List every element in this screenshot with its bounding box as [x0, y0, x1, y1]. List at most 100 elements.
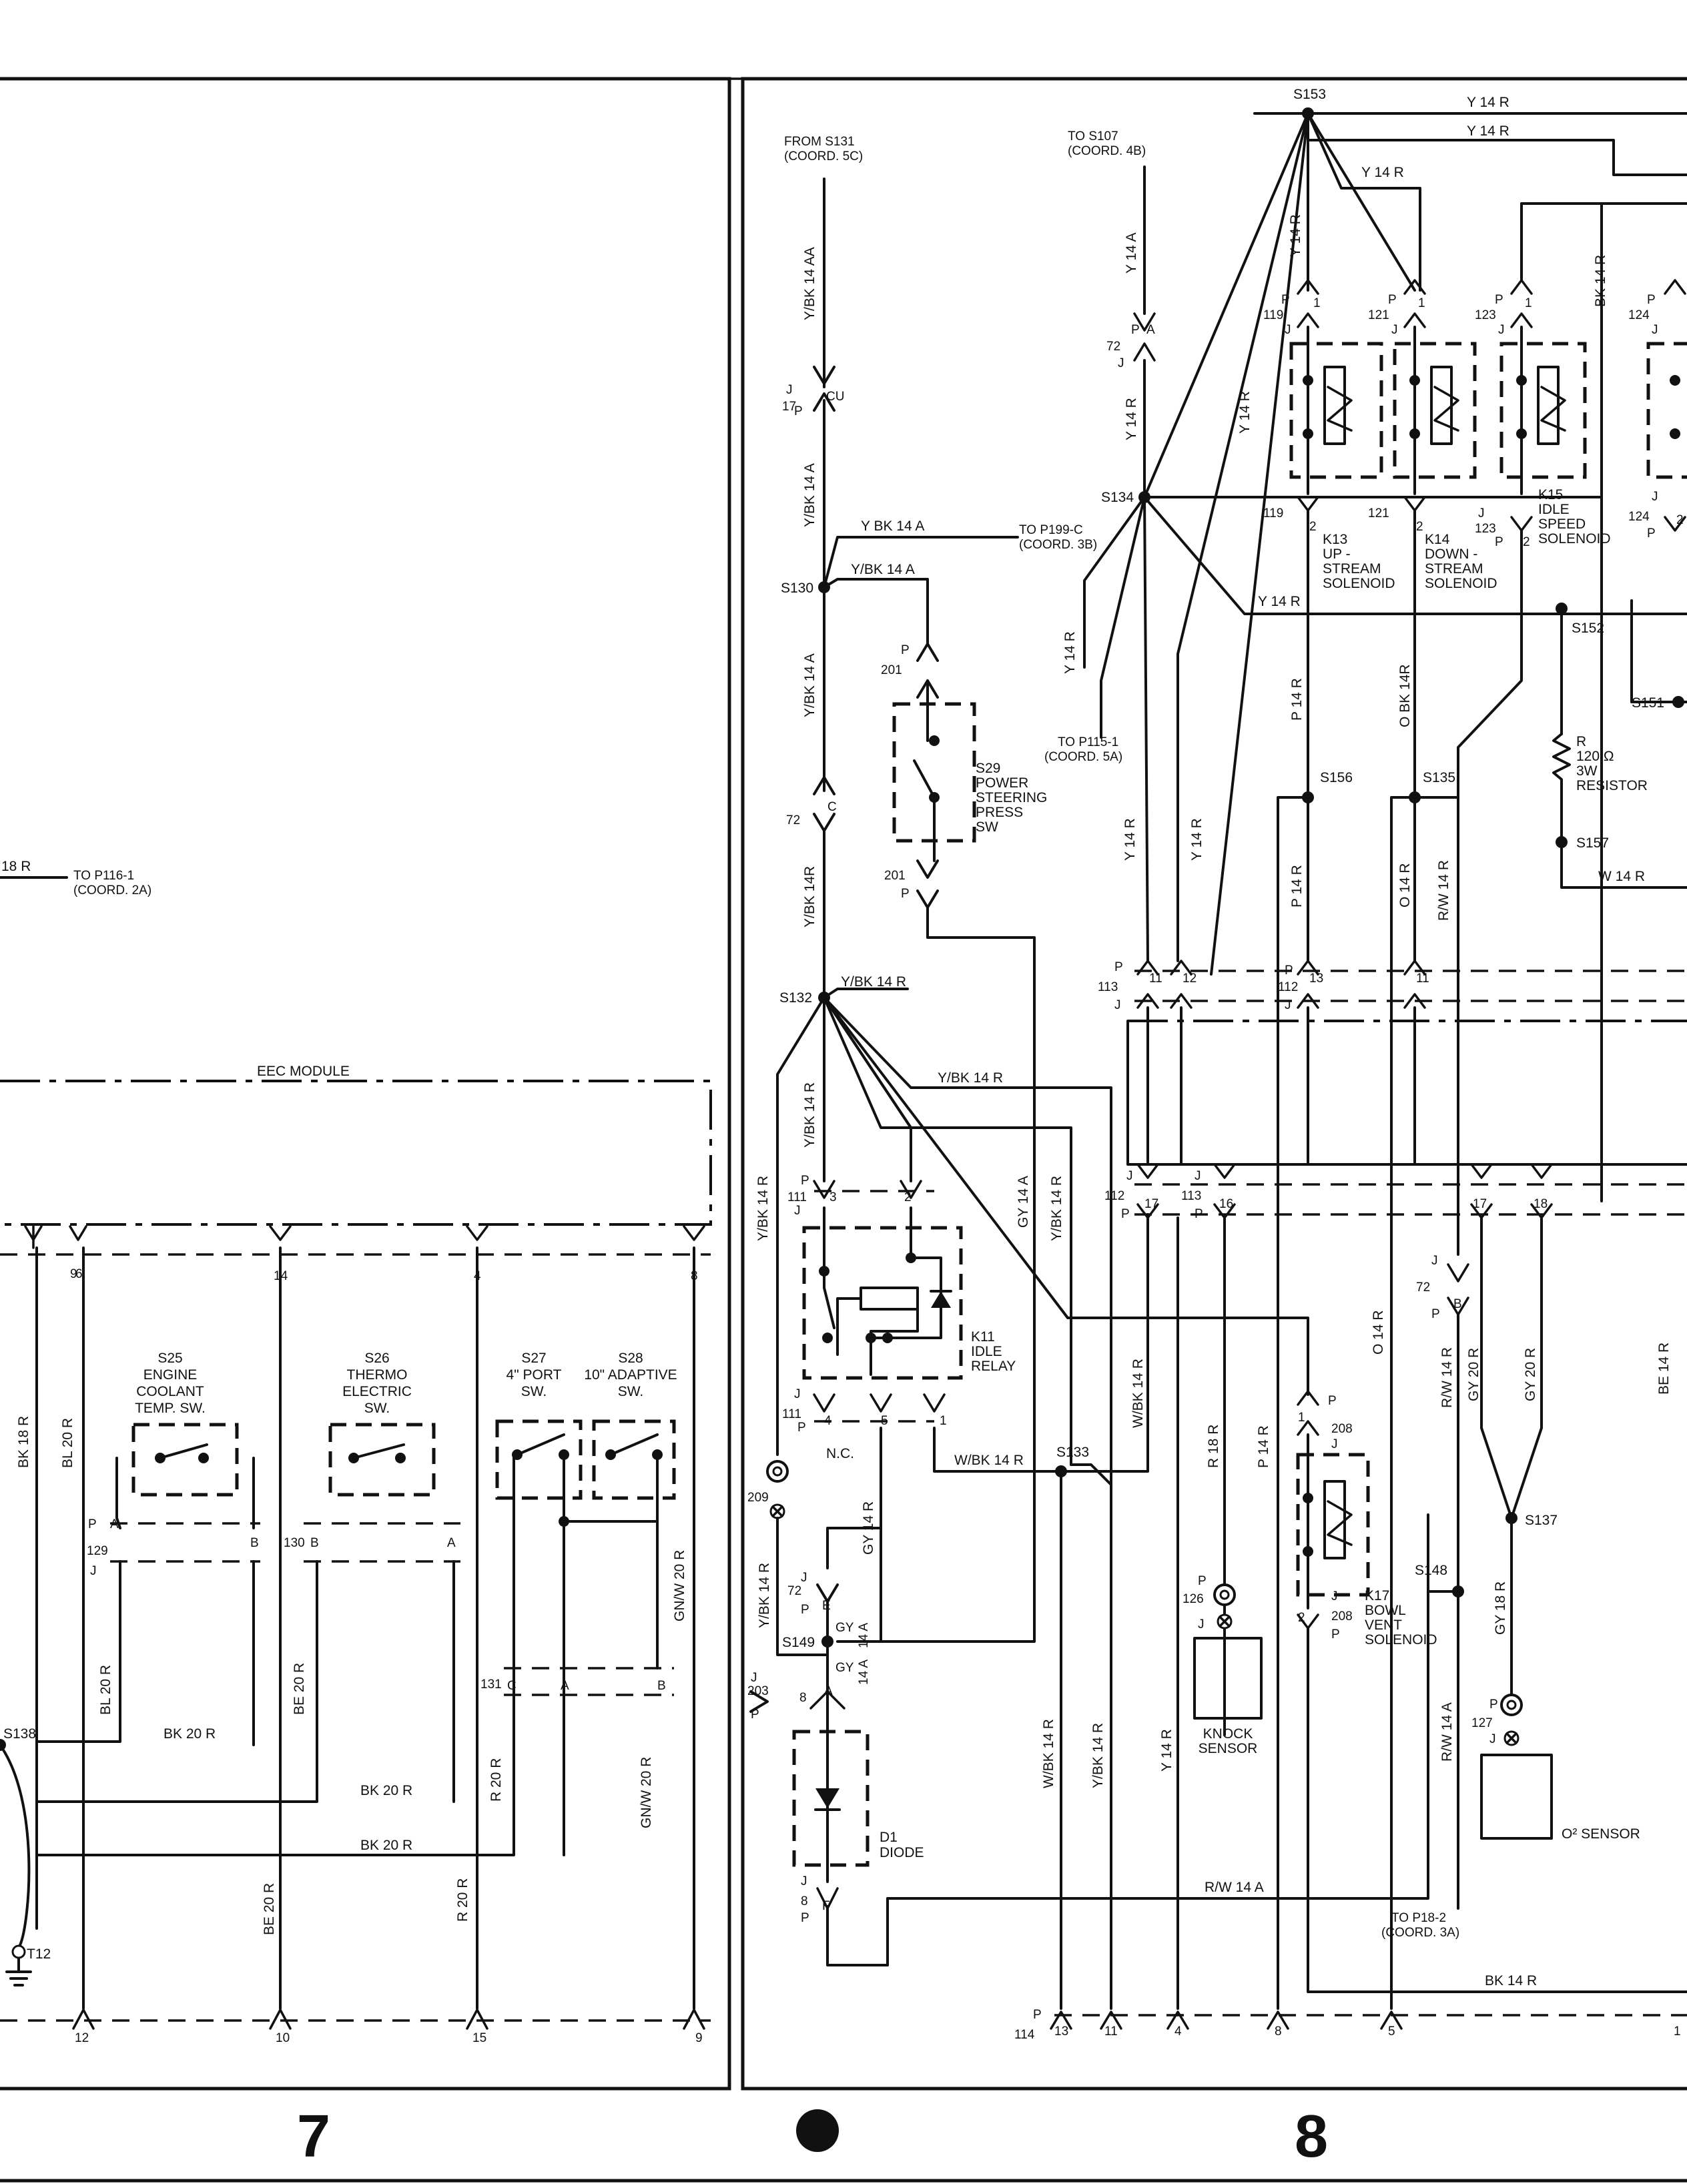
s28-l1: 10" ADAPTIVE — [584, 1367, 677, 1383]
conn-j-113b: J — [1195, 1169, 1201, 1183]
splice-s151: S135 — [1423, 770, 1455, 785]
s28-id: S28 — [618, 1351, 643, 1366]
wire-rw14r-mid: R/W 14 R — [1439, 1347, 1455, 1408]
k14-pin2: 2 — [1416, 520, 1423, 534]
k13-id: K13 — [1323, 532, 1347, 547]
switch-s28: S28 10" ADAPTIVE SW. — [584, 1351, 677, 1500]
knock-l2: SENSOR — [1199, 1741, 1258, 1756]
k15-l2: SPEED — [1538, 516, 1586, 532]
conn-p-113: P — [1114, 960, 1123, 974]
o2-j: J — [1489, 1732, 1496, 1746]
s26-id: S26 — [364, 1351, 389, 1366]
k13-pin2: 2 — [1309, 520, 1317, 534]
conn-124-b: 124 — [1628, 510, 1650, 524]
s29-l2: STEERING — [976, 790, 1047, 805]
k14-l2: STREAM — [1425, 561, 1483, 577]
wire-gy-1: GY — [835, 1621, 854, 1635]
wire-y14r-p115: Y 14 R — [1062, 631, 1078, 674]
pin-8-b: 8 — [1275, 2025, 1282, 2039]
s29-l4: SW — [976, 819, 998, 835]
k13-conn-119a: 119 — [1263, 308, 1283, 322]
pin-a-72: A — [1146, 323, 1155, 337]
conn-72-b: 72 — [787, 1584, 801, 1598]
pin-j-72a: J — [1118, 356, 1124, 370]
splice-s153: S153 — [1293, 87, 1326, 102]
s124-j2: J — [1652, 490, 1658, 504]
wire-o14r-mid: O 14 R — [1371, 1310, 1386, 1355]
k13-j: J — [1285, 323, 1291, 337]
k17-p: P — [1328, 1394, 1337, 1408]
pin-p-201a: P — [901, 643, 910, 657]
pin-p-e: P — [801, 1603, 809, 1617]
pin-9-bottom: 9 — [695, 2031, 703, 2045]
o2-p: P — [1489, 1698, 1498, 1712]
conn-126: 126 — [1183, 1592, 1204, 1606]
conn-131: 131 — [480, 1678, 502, 1692]
pin-f: F — [822, 1899, 830, 1913]
k14-conn-121b: 121 — [1368, 506, 1389, 520]
to-p18: TO P18-2 — [1391, 1911, 1446, 1925]
conn-111-b: 111 — [782, 1407, 801, 1421]
wire-bk14r-bot: BK 14 R — [1485, 1973, 1537, 1988]
pin-p-17: P — [794, 404, 803, 418]
wire-y14r-top2: Y 14 R — [1467, 123, 1509, 139]
k15-l1: IDLE — [1538, 502, 1570, 517]
conn-112-a: 112 — [1278, 980, 1298, 994]
pin-4-b: 4 — [1174, 2025, 1182, 2039]
k14-id: K14 — [1425, 532, 1450, 547]
k14-l3: SOLENOID — [1425, 576, 1497, 591]
wire-y14r-bot: Y 14 R — [1159, 1729, 1174, 1772]
pin-12-a: 12 — [1183, 972, 1197, 986]
wire-rw14a-h: R/W 14 A — [1205, 1880, 1264, 1895]
k15-pin2: 2 — [1523, 535, 1530, 549]
pin-13-a: 13 — [1309, 972, 1323, 986]
k17-j2: J — [1331, 1589, 1338, 1603]
splice-s134: S134 — [1101, 490, 1134, 505]
conn-p-112: P — [1285, 964, 1293, 978]
eec-module-label: EEC MODULE — [257, 1064, 350, 1079]
wire-bl20r-bot: BL 20 R — [98, 1665, 113, 1715]
s124-pin2: 2 — [1676, 513, 1684, 527]
switch-s27: S27 4" PORT SW. — [495, 1351, 583, 1500]
conn-113-a: 113 — [1098, 980, 1118, 994]
registration-dot — [796, 2109, 839, 2152]
splice-s133: S133 — [1056, 1445, 1089, 1460]
wire-bl20r-top: BL 20 R — [60, 1418, 75, 1468]
s29-id: S29 — [976, 761, 1000, 776]
panel-number-left: 7 — [297, 2103, 330, 2170]
splice-s137: S137 — [1525, 1513, 1558, 1528]
conn-72-c: 72 — [1106, 340, 1120, 354]
conn-127: 127 — [1471, 1716, 1493, 1730]
solenoid-124: BK 14 R P 124 J J 124 P 2 — [1593, 255, 1687, 540]
k14-l1: DOWN - — [1425, 547, 1477, 562]
pin-11-b: 11 — [1416, 972, 1429, 986]
knock-j: J — [1198, 1617, 1205, 1631]
wire-y14r-top3: Y 14 R — [1361, 165, 1404, 180]
k17-pin2: 2 — [1298, 1611, 1305, 1625]
conn-112-b: 112 — [1104, 1189, 1124, 1203]
s27-id: S27 — [521, 1351, 546, 1366]
wire-ybk14r-h: Y/BK 14 R — [841, 974, 906, 990]
to-p115-coord: (COORD. 5A) — [1044, 750, 1122, 764]
conn-8-a: 8 — [799, 1691, 807, 1705]
k13-l1: UP - — [1323, 547, 1351, 562]
wire-bk20r-1: BK 20 R — [163, 1726, 216, 1742]
k17-l2: VENT — [1365, 1617, 1402, 1633]
res-value: 120 Ω — [1576, 749, 1614, 764]
k14-p: P — [1388, 293, 1397, 307]
to-p115: TO P115-1 — [1058, 735, 1118, 749]
wire-wbk14r-h: W/BK 14 R — [954, 1453, 1024, 1468]
pin-j-203: J — [751, 1671, 757, 1685]
knock-l1: KNOCK — [1203, 1726, 1253, 1742]
conn-72-d: 72 — [1416, 1281, 1430, 1295]
from-s131-coord: (COORD. 5C) — [784, 149, 863, 163]
conn-111-a: 111 — [787, 1190, 807, 1204]
k11-j: J — [794, 1204, 801, 1218]
to-p116-coord: (COORD. 2A) — [73, 883, 151, 897]
k17-id: K17 — [1365, 1588, 1389, 1603]
k13-p: P — [1281, 293, 1290, 307]
pin-16: 16 — [1219, 1197, 1233, 1211]
s25-l1: ENGINE — [143, 1367, 198, 1383]
wire-be20r-bot: BE 20 R — [262, 1883, 277, 1935]
